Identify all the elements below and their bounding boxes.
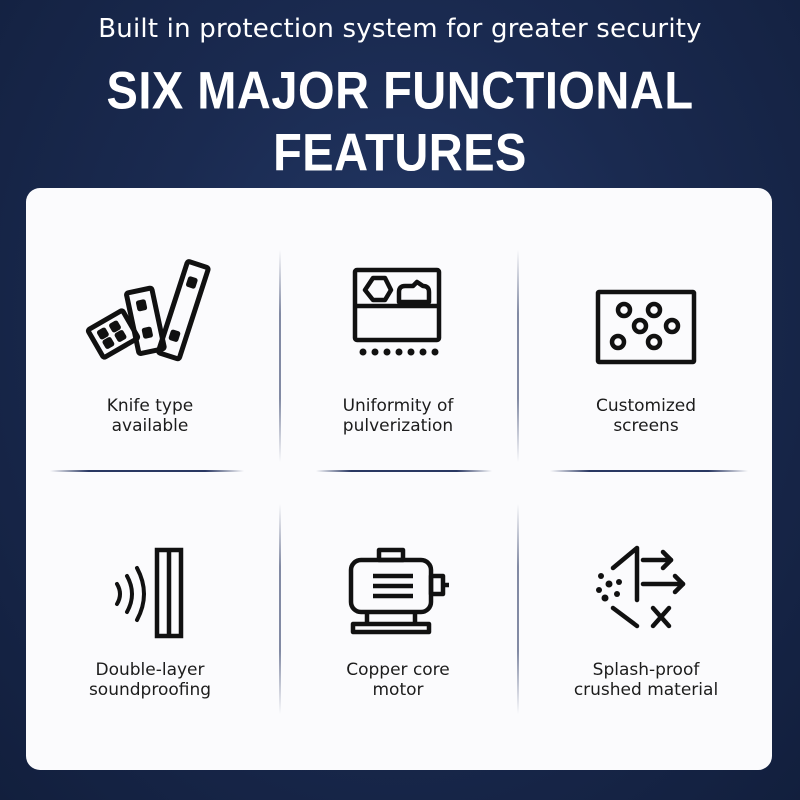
feature-label: Customized screens <box>595 396 697 436</box>
features-card: Knife type available Uniformity of pulve… <box>26 188 772 770</box>
vertical-divider <box>279 504 281 714</box>
horizontal-divider <box>316 470 492 472</box>
feature-customized-screens: Customized screens <box>522 188 770 468</box>
feature-uniformity: Uniformity of pulverization <box>274 188 522 468</box>
soundproof-icon <box>115 547 184 639</box>
vertical-divider <box>517 504 519 714</box>
feature-splash-proof: Splash-proof crushed material <box>522 480 770 770</box>
horizontal-divider <box>50 470 244 472</box>
motor-icon <box>348 547 449 635</box>
feature-label: Double-layer soundproofing <box>88 660 212 700</box>
feature-soundproofing: Double-layer soundproofing <box>26 480 274 770</box>
feature-label: Splash-proof crushed material <box>573 660 719 700</box>
feature-label: Copper core motor <box>346 660 450 700</box>
horizontal-divider <box>550 470 748 472</box>
splash-proof-icon <box>596 545 686 629</box>
feature-label: Uniformity of pulverization <box>342 396 454 436</box>
pulverizer-icon <box>352 267 442 356</box>
header-subtitle: Built in protection system for greater s… <box>98 14 702 44</box>
screen-icon <box>595 289 697 365</box>
feature-label: Knife type available <box>106 396 194 436</box>
feature-knife-type: Knife type available <box>26 188 274 468</box>
vertical-divider <box>517 250 519 462</box>
vertical-divider <box>279 250 281 462</box>
blades-icon <box>85 259 211 362</box>
feature-copper-motor: Copper core motor <box>274 480 522 770</box>
page-title: SIX MAJOR FUNCTIONAL FEATURES <box>106 60 694 182</box>
